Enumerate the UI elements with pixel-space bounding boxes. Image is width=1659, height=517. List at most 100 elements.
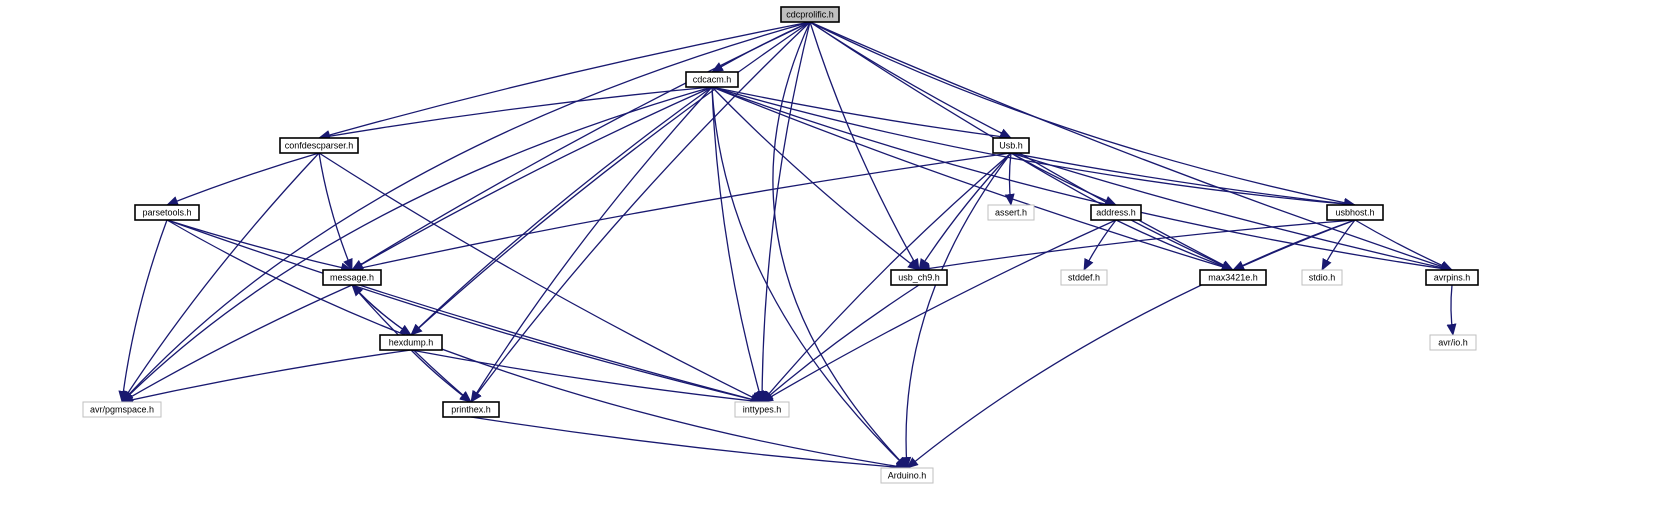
edge-usbhost-to-avrpins	[1354, 219, 1453, 271]
edge-cdcprolific-to-hexdump	[410, 21, 811, 336]
edge-cdcprolific-to-usb_ch9	[809, 21, 920, 271]
node-box-cdcprolific	[780, 6, 840, 23]
edge-message-to-inttypes	[351, 284, 763, 405]
node-stddef: stddef.h	[1060, 269, 1108, 286]
node-parsetools[interactable]: parsetools.h	[134, 204, 200, 221]
edge-address-to-max3421e	[1115, 219, 1234, 271]
edge-cdcacm-to-usb_ch9	[711, 86, 920, 271]
node-avrio: avr/io.h	[1429, 334, 1477, 351]
edge-layer	[118, 21, 1457, 473]
edge-confdescparser-to-inttypes	[318, 152, 763, 403]
node-label-cdcacm: cdcacm.h	[693, 75, 732, 85]
node-box-parsetools	[134, 204, 200, 221]
node-box-printhex	[442, 401, 500, 418]
edge-parsetools-to-message	[166, 219, 353, 273]
node-box-message	[322, 269, 382, 286]
node-usb_ch9[interactable]: usb_ch9.h	[890, 269, 948, 286]
node-box-hexdump	[379, 334, 443, 351]
node-label-pgmspace: avr/pgmspace.h	[90, 405, 154, 415]
edge-address-to-inttypes	[761, 219, 1117, 403]
node-label-stddef: stddef.h	[1068, 273, 1100, 283]
node-label-arduino: Arduino.h	[888, 471, 927, 481]
node-label-cdcprolific: cdcprolific.h	[786, 10, 834, 20]
node-box-avrio	[1429, 334, 1477, 351]
node-message[interactable]: message.h	[322, 269, 382, 286]
edge-parsetools-to-inttypes	[166, 219, 763, 405]
node-label-hexdump: hexdump.h	[389, 338, 434, 348]
edge-cdcacm-to-pgmspace	[121, 86, 713, 403]
node-label-avrio: avr/io.h	[1438, 338, 1468, 348]
node-label-printhex: printhex.h	[451, 405, 491, 415]
node-confdescparser[interactable]: confdescparser.h	[279, 137, 359, 154]
node-label-assert: assert.h	[995, 208, 1027, 218]
edge-hexdump-to-inttypes	[410, 349, 763, 406]
node-box-address	[1090, 204, 1142, 221]
node-usb[interactable]: Usb.h	[992, 137, 1030, 154]
edge-hexdump-to-printhex	[410, 349, 472, 403]
node-address[interactable]: address.h	[1090, 204, 1142, 221]
node-label-parsetools: parsetools.h	[142, 208, 191, 218]
node-label-max3421e: max3421e.h	[1208, 273, 1258, 283]
edge-usbhost-to-stdio	[1321, 219, 1356, 271]
node-stdio: stdio.h	[1301, 269, 1343, 286]
edge-usb-to-assert	[1004, 152, 1015, 206]
edge-confdescparser-to-pgmspace	[121, 152, 320, 403]
edge-usbhost-to-arduino	[906, 219, 1356, 469]
edge-cdcprolific-to-message	[351, 21, 811, 271]
edge-address-to-stddef	[1083, 219, 1117, 271]
edge-usbhost-to-usb_ch9	[918, 219, 1356, 274]
node-box-stdio	[1301, 269, 1343, 286]
node-box-inttypes	[734, 401, 790, 418]
node-cdcacm[interactable]: cdcacm.h	[685, 71, 739, 88]
node-box-cdcacm	[685, 71, 739, 88]
node-hexdump[interactable]: hexdump.h	[379, 334, 443, 351]
node-assert: assert.h	[987, 204, 1035, 221]
node-inttypes: inttypes.h	[734, 401, 790, 418]
node-box-usb	[992, 137, 1030, 154]
node-label-avrpins: avrpins.h	[1434, 273, 1471, 283]
edge-cdcprolific-to-printhex	[470, 21, 811, 403]
node-printhex[interactable]: printhex.h	[442, 401, 500, 418]
edge-cdcprolific-to-pgmspace	[121, 21, 811, 403]
node-box-avrpins	[1425, 269, 1479, 286]
node-box-stddef	[1060, 269, 1108, 286]
edge-cdcacm-to-usbhost	[711, 86, 1356, 210]
edge-usb-to-usbhost	[1010, 152, 1356, 209]
node-max3421e[interactable]: max3421e.h	[1199, 269, 1267, 286]
node-cdcprolific[interactable]: cdcprolific.h	[780, 6, 840, 23]
node-layer: cdcprolific.h cdcacm.h confdescparser.h Usb…	[82, 6, 1479, 484]
edge-cdcacm-to-usb	[711, 86, 1012, 142]
edge-cdcacm-to-printhex	[470, 86, 713, 403]
edge-cdcprolific-to-usbhost	[809, 21, 1356, 208]
node-label-address: address.h	[1096, 208, 1136, 218]
node-box-usbhost	[1326, 204, 1384, 221]
node-label-message: message.h	[330, 273, 374, 283]
node-box-max3421e	[1199, 269, 1267, 286]
node-box-pgmspace	[82, 401, 162, 418]
node-label-usbhost: usbhost.h	[1335, 208, 1374, 218]
node-usbhost[interactable]: usbhost.h	[1326, 204, 1384, 221]
edge-cdcacm-to-max3421e	[711, 86, 1234, 272]
node-box-assert	[987, 204, 1035, 221]
node-box-usb_ch9	[890, 269, 948, 286]
edge-cdcprolific-to-avrpins	[809, 21, 1453, 272]
node-arduino: Arduino.h	[880, 467, 934, 484]
edge-cdcacm-to-avrpins	[711, 86, 1453, 274]
edge-cdcacm-to-message	[351, 86, 713, 271]
edge-usb-to-arduino	[901, 152, 1012, 469]
edge-usb-to-avrpins	[1010, 152, 1453, 273]
edge-cdcprolific-to-confdescparser	[318, 21, 811, 140]
edge-usb-to-message	[351, 152, 1012, 273]
edge-usb_ch9-to-inttypes	[761, 284, 920, 403]
edge-cdcprolific-to-arduino	[772, 21, 908, 469]
edge-usb-to-usb_ch9	[918, 152, 1012, 271]
node-avrpins[interactable]: avrpins.h	[1425, 269, 1479, 286]
edge-confdescparser-to-message	[318, 152, 353, 271]
node-pgmspace: avr/pgmspace.h	[82, 401, 162, 418]
edge-cdcacm-to-confdescparser	[318, 86, 713, 142]
edge-avrpins-to-avrio	[1446, 284, 1457, 336]
edge-cdcacm-to-hexdump	[410, 86, 713, 336]
node-label-usb_ch9: usb_ch9.h	[898, 273, 940, 283]
edge-usb-to-inttypes	[761, 152, 1012, 403]
